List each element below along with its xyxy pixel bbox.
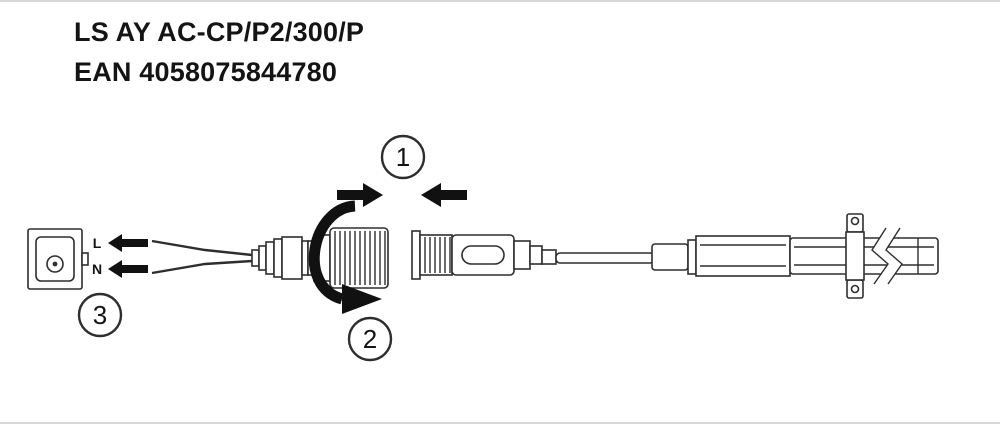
wires bbox=[151, 239, 253, 275]
label-neutral: N bbox=[92, 261, 102, 277]
terminal-plug bbox=[27, 228, 89, 290]
label-live: L bbox=[93, 235, 102, 251]
female-connector bbox=[411, 230, 557, 280]
product-header: LS AY AC-CP/P2/300/P EAN 4058075844780 bbox=[74, 12, 364, 92]
product-name: LS AY AC-CP/P2/300/P bbox=[74, 17, 365, 47]
step-3-number: 3 bbox=[93, 300, 107, 330]
arrow-left-icon bbox=[108, 234, 148, 252]
step-2-badge: 2 bbox=[347, 316, 393, 362]
insert-arrows bbox=[337, 183, 467, 207]
arrow-right-icon bbox=[337, 183, 383, 207]
step-2-number: 2 bbox=[363, 324, 377, 354]
luminaire-body bbox=[651, 213, 939, 299]
break-symbol bbox=[871, 227, 903, 285]
mount-bracket bbox=[845, 213, 865, 299]
step-3-badge: 3 bbox=[77, 292, 123, 338]
wire-arrows bbox=[108, 234, 148, 278]
cable bbox=[555, 252, 655, 264]
step-1-badge: 1 bbox=[380, 134, 426, 180]
arrow-left-icon bbox=[421, 183, 467, 207]
arrow-left-icon bbox=[108, 260, 148, 278]
male-connector bbox=[251, 227, 389, 289]
product-ean: EAN 4058075844780 bbox=[74, 57, 338, 87]
rotate-arrow-icon bbox=[308, 200, 382, 314]
step-1-number: 1 bbox=[396, 142, 410, 172]
coupling-nut bbox=[329, 227, 389, 289]
